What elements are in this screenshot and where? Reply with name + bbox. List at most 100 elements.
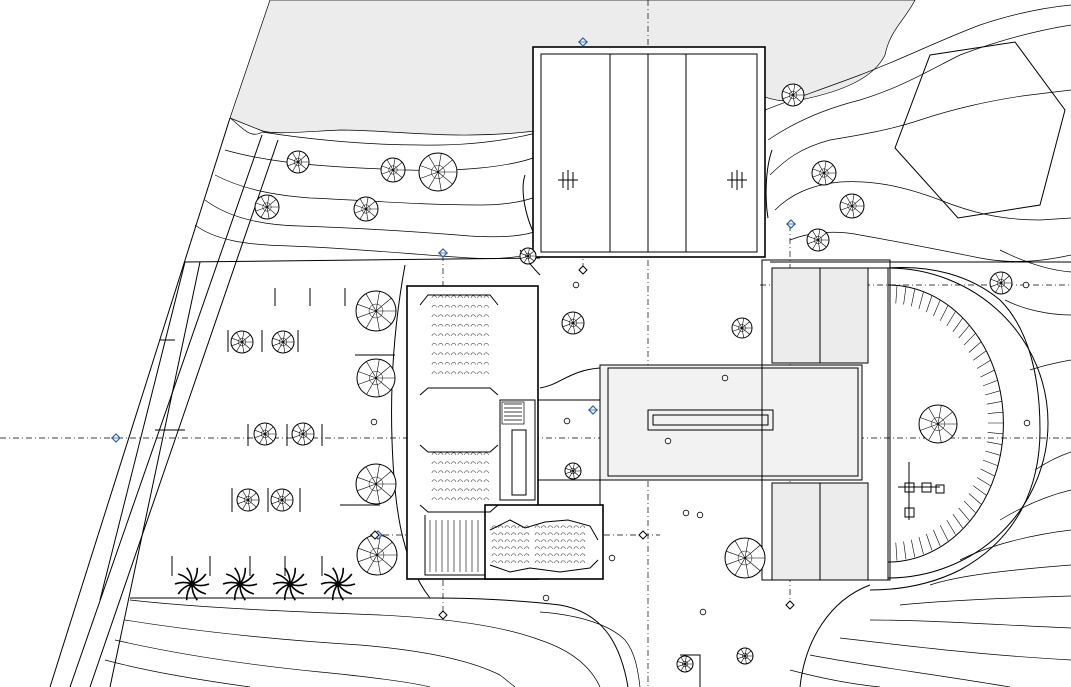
seat — [547, 525, 553, 529]
tree-canopy-icon — [230, 330, 254, 354]
auditorium-building — [406, 285, 604, 580]
seat — [457, 488, 463, 492]
seat — [444, 324, 450, 327]
light-marker — [1022, 281, 1030, 289]
tree-canopy-icon — [519, 247, 537, 265]
seat — [470, 461, 476, 465]
seat — [517, 539, 523, 543]
equipment-symbol — [898, 462, 945, 520]
seat — [491, 539, 497, 543]
seat — [504, 532, 510, 536]
seat — [524, 539, 530, 543]
seat — [444, 488, 450, 492]
seat — [451, 479, 457, 483]
tree-canopy-icon — [781, 83, 805, 107]
seat — [431, 295, 437, 299]
seat — [491, 525, 497, 529]
seat — [470, 497, 476, 501]
seat — [451, 461, 457, 465]
seat — [464, 314, 470, 318]
seat — [470, 295, 476, 299]
tree-canopy-icon — [355, 463, 397, 505]
seat — [524, 553, 530, 557]
tree-canopy-icon — [254, 194, 280, 220]
seat — [554, 532, 560, 536]
seat — [567, 560, 573, 564]
seat — [431, 488, 437, 492]
seat — [438, 470, 444, 474]
seat — [477, 324, 483, 327]
seat — [504, 546, 510, 550]
seat — [580, 553, 586, 557]
seat — [498, 553, 504, 557]
seat — [517, 560, 523, 564]
seat — [457, 452, 463, 456]
seat — [470, 343, 476, 346]
seat — [547, 546, 553, 550]
seat — [541, 532, 547, 536]
seat — [477, 295, 483, 299]
seat — [491, 546, 497, 550]
light-marker — [682, 509, 690, 517]
seat — [547, 560, 553, 564]
seat — [517, 525, 523, 529]
seat — [451, 371, 457, 375]
light-marker — [370, 418, 378, 426]
seat — [431, 324, 437, 327]
seat — [451, 333, 457, 337]
seat — [573, 553, 579, 557]
seat — [464, 497, 470, 501]
seat — [470, 314, 476, 318]
seat — [477, 452, 483, 456]
seat — [438, 488, 444, 492]
tree-canopy-icon — [353, 196, 379, 222]
seat — [511, 532, 517, 536]
seat — [524, 525, 530, 529]
grid-marker-icon — [111, 433, 121, 443]
tree-canopy-icon — [839, 193, 865, 219]
stair-icon — [501, 401, 525, 425]
seat — [477, 333, 483, 337]
seat — [464, 333, 470, 337]
tree-canopy-icon — [918, 404, 958, 444]
seat — [573, 525, 579, 529]
seat — [457, 333, 463, 337]
seat — [431, 362, 437, 365]
seat — [438, 461, 444, 465]
seat — [470, 488, 476, 492]
seat — [517, 553, 523, 557]
seat — [511, 546, 517, 550]
seat — [491, 560, 497, 564]
seat — [451, 488, 457, 492]
seat — [483, 295, 489, 299]
seat — [567, 525, 573, 529]
seat — [444, 497, 450, 501]
seat — [547, 539, 553, 543]
seat — [560, 525, 566, 529]
seat — [444, 371, 450, 375]
seat — [470, 333, 476, 337]
seat — [498, 560, 504, 564]
section-marker-icon — [438, 610, 448, 620]
seat — [517, 532, 523, 536]
seat — [580, 560, 586, 564]
seat — [451, 452, 457, 456]
tree-canopy-icon — [561, 311, 585, 335]
seat — [491, 553, 497, 557]
tree-symbols — [230, 83, 1013, 673]
seat — [451, 314, 457, 318]
seat — [444, 305, 450, 308]
seat — [498, 539, 504, 543]
seat — [517, 546, 523, 550]
light-marker — [1023, 419, 1031, 427]
seat — [438, 324, 444, 327]
seat — [504, 539, 510, 543]
seat — [431, 479, 437, 483]
central-hall — [538, 364, 863, 505]
section-marker-icon — [785, 600, 795, 610]
seat — [451, 470, 457, 474]
seat — [457, 362, 463, 365]
seat — [483, 371, 489, 375]
seat — [438, 479, 444, 483]
light-marker — [696, 511, 704, 519]
